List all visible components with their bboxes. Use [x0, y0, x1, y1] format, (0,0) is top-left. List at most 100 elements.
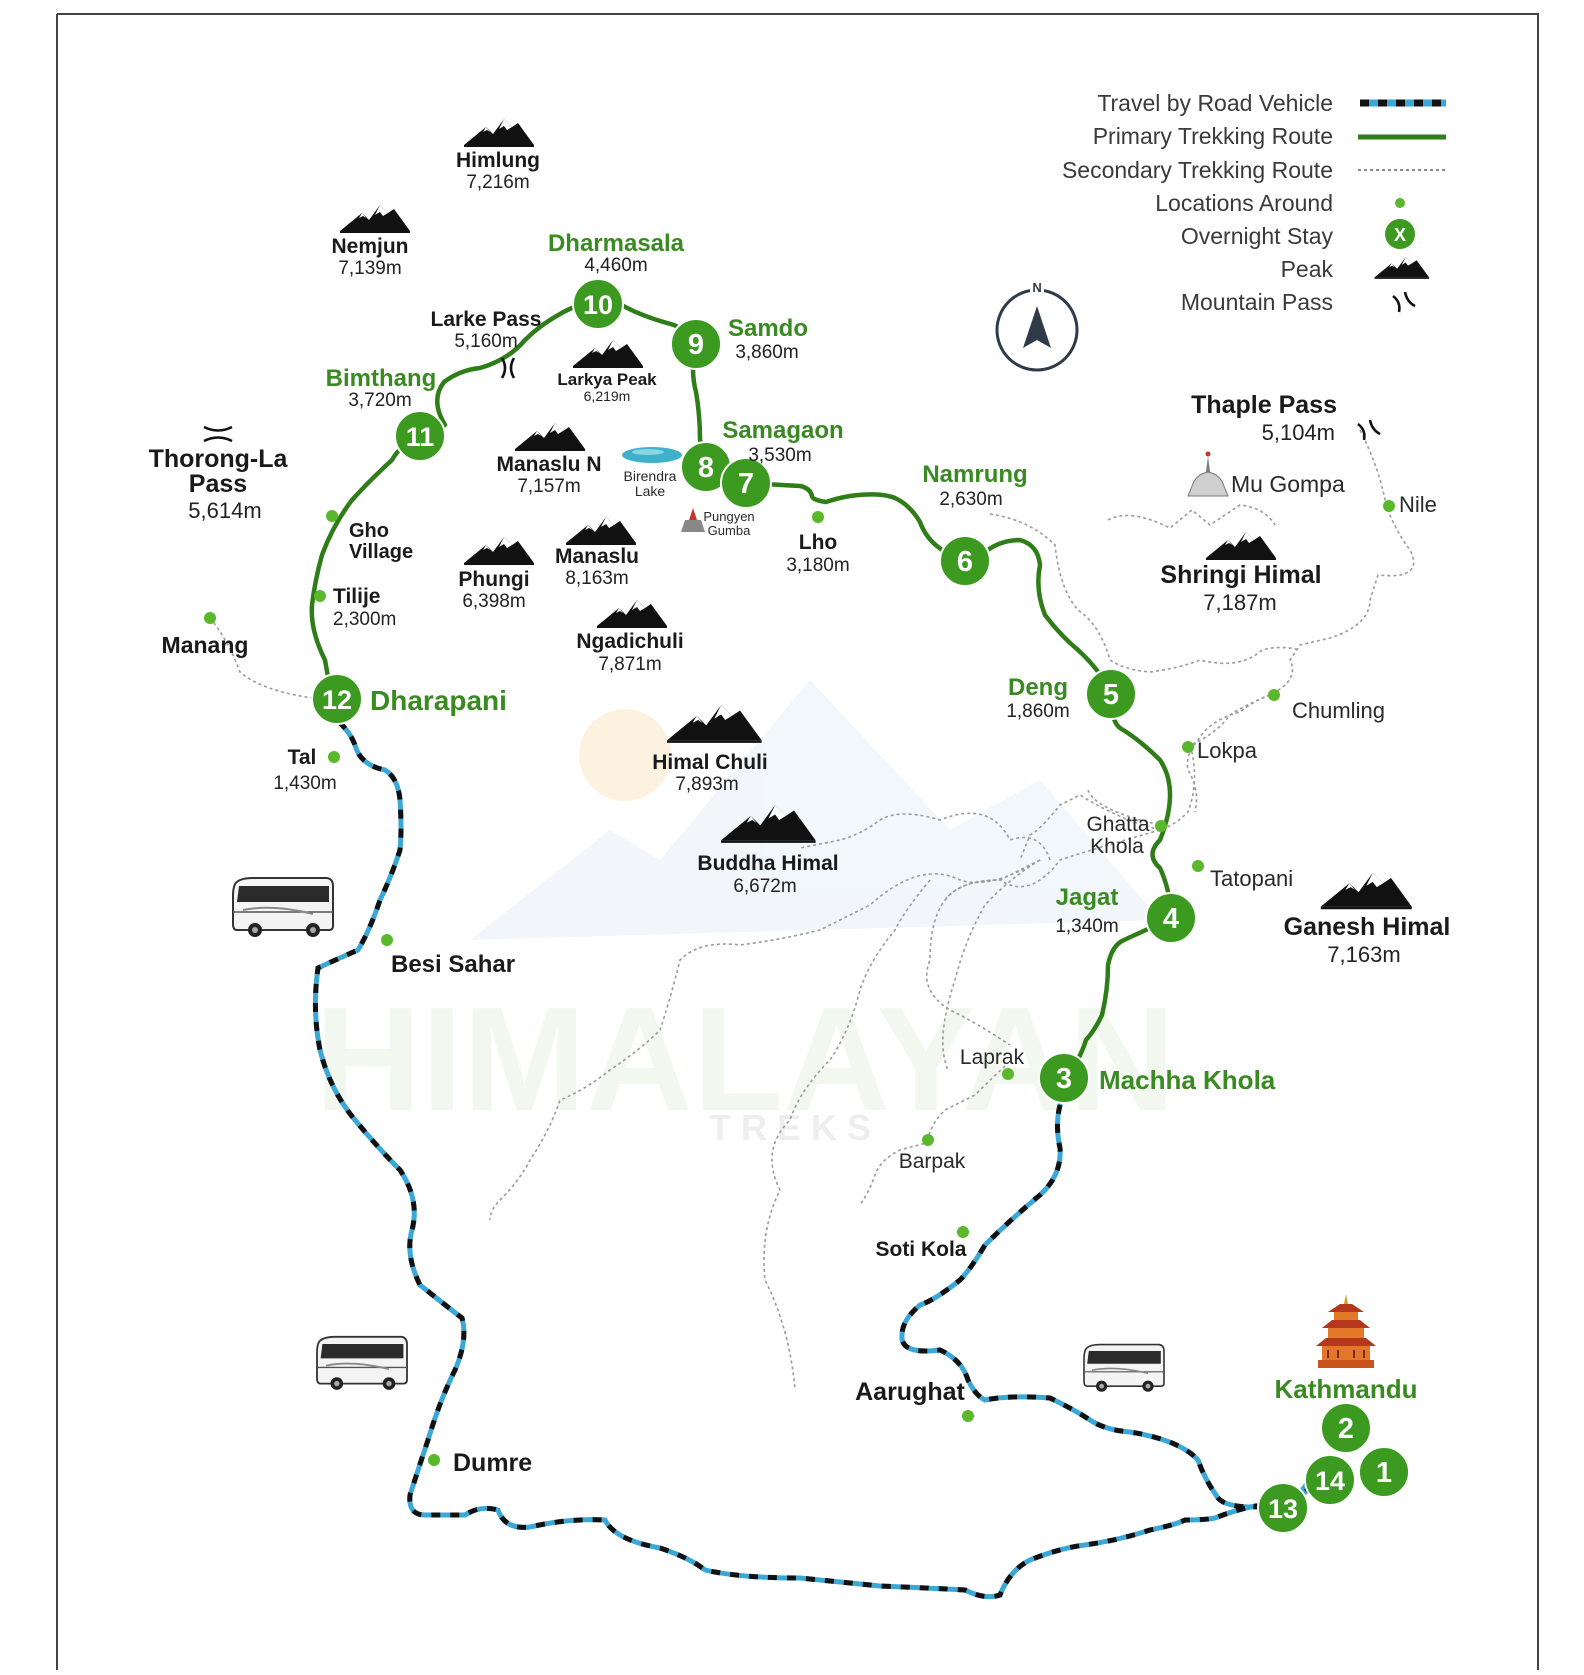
overnight-stay-number: 4: [1163, 903, 1179, 935]
overnight-stay-circle: [1358, 1446, 1410, 1498]
place-altitude: 3,860m: [735, 342, 798, 363]
mountain-icon: [515, 423, 585, 451]
overnight-stay-number: 12: [322, 685, 352, 715]
peak-name: Buddha Himal: [697, 852, 838, 875]
place-name: Jagat: [1056, 884, 1119, 911]
peak-name: Phungi: [458, 568, 529, 591]
legend-label: Travel by Road Vehicle: [1097, 90, 1333, 116]
place-name: Lake: [635, 483, 666, 499]
overnight-stay-node: 9: [670, 318, 722, 370]
location-dot: [381, 934, 393, 946]
location-dot: [1002, 1068, 1014, 1080]
overnight-stay-node: 3: [1038, 1052, 1090, 1104]
overnight-stay-number: 2: [1338, 1413, 1354, 1445]
place-name: Machha Khola: [1099, 1065, 1276, 1095]
legend-label: Primary Trekking Route: [1093, 123, 1333, 149]
overnight-stay-circle: [311, 673, 363, 725]
overnight-stay-number: 13: [1268, 1494, 1298, 1524]
overnight-stay-number: 9: [688, 329, 704, 361]
place-altitude: 4,460m: [584, 255, 647, 276]
overnight-stay-circle: [1304, 1454, 1356, 1506]
overnight-stay-node: 10: [572, 278, 624, 330]
overnight-stay-circle: [720, 457, 772, 509]
place-altitude: 1,430m: [273, 773, 336, 794]
overnight-stay-node: 5: [1085, 668, 1137, 720]
place-name: Barpak: [899, 1150, 966, 1173]
peak-altitude: 7,139m: [338, 258, 401, 279]
overnight-stay-circle: [670, 318, 722, 370]
place-altitude: 3,180m: [786, 555, 849, 576]
location-dot: [1268, 689, 1280, 701]
pass-altitude: 5,104m: [1262, 420, 1335, 445]
legend-label: Secondary Trekking Route: [1062, 157, 1333, 183]
watermark: HIMALAYAN TREKS: [315, 680, 1175, 1148]
place-name: Bimthang: [326, 365, 437, 392]
place-name: Deng: [1008, 674, 1068, 701]
place-altitude: 2,630m: [939, 489, 1002, 510]
overnight-stay-node: 8: [680, 441, 732, 493]
place-name: Nile: [1399, 492, 1437, 517]
location-dot: [204, 612, 216, 624]
peak-altitude: 7,187m: [1203, 590, 1276, 615]
peak-altitude: 7,157m: [517, 476, 580, 497]
peak-altitude: 6,672m: [733, 876, 796, 897]
peak-altitude: 6,219m: [584, 388, 631, 404]
peak-name: Ngadichuli: [576, 630, 683, 653]
overnight-stay-node: 4: [1145, 892, 1197, 944]
birendra-lake-icon: [622, 447, 682, 463]
secondary-routes: [209, 429, 1415, 1391]
green-dot: [1395, 198, 1405, 208]
pass-icon: [1392, 291, 1416, 313]
overnight-stay-node: 11: [394, 410, 446, 462]
place-name: Mu Gompa: [1231, 471, 1345, 497]
legend-label: Peak: [1281, 256, 1334, 282]
place-name: Namrung: [922, 461, 1027, 488]
peak-altitude: 7,163m: [1327, 942, 1400, 967]
mountain-icon: [1206, 532, 1276, 560]
place-name: Tatopani: [1210, 866, 1293, 891]
peak-altitude: 6,398m: [462, 591, 525, 612]
peak-name: Larkya Peak: [557, 370, 657, 389]
overnight-stay-circle: [1085, 668, 1137, 720]
place-name: Village: [349, 541, 413, 563]
road-route: [312, 719, 1323, 1600]
pass-name: Pass: [189, 470, 247, 498]
bus-icon: [232, 877, 334, 938]
place-name: Tal: [288, 746, 317, 769]
mountain-icon: [597, 600, 667, 628]
place-name: Soti Kola: [875, 1238, 966, 1261]
mu-gompa-icon: [1187, 451, 1229, 497]
place-name: Aarughat: [855, 1378, 965, 1406]
mountain-icon: [464, 119, 534, 147]
legend: Travel by Road Vehicle Primary Trekking …: [1062, 90, 1446, 315]
overnight-stay-node: 6: [939, 535, 991, 587]
place-name: Tilije: [333, 585, 380, 608]
location-dot: [1192, 860, 1204, 872]
place-altitude: 1,860m: [1006, 701, 1069, 722]
location-dot: [314, 590, 326, 602]
place-altitude: 2,300m: [333, 609, 396, 630]
peak-labels: Himlung 7,216m Nemjun 7,139m Larkya Peak…: [331, 149, 1450, 967]
overnight-stay-number: 6: [957, 546, 973, 578]
place-altitude: 1,340m: [1055, 916, 1118, 937]
place-name: Ghatta: [1086, 813, 1149, 836]
overnight-stay-number: 1: [1376, 1457, 1392, 1489]
place-name: Dharmasala: [548, 230, 685, 257]
overnight-stay-number: 3: [1056, 1063, 1072, 1095]
location-dot: [1383, 500, 1395, 512]
peak-name: Manaslu N: [496, 453, 601, 476]
overnight-stay-node: 1: [1358, 1446, 1410, 1498]
thaple-pass-icon: [1357, 419, 1381, 441]
peak-altitude: 7,871m: [598, 654, 661, 675]
place-name: Gumba: [708, 523, 751, 538]
location-dots: [204, 500, 1395, 1466]
overnight-stay-number: 8: [698, 452, 714, 484]
place-name: Samdo: [728, 315, 808, 342]
peak-altitude: 7,893m: [675, 774, 738, 795]
place-name: Dharapani: [370, 685, 507, 716]
pass-altitude: 5,160m: [454, 331, 517, 352]
place-name: Besi Sahar: [391, 951, 515, 978]
